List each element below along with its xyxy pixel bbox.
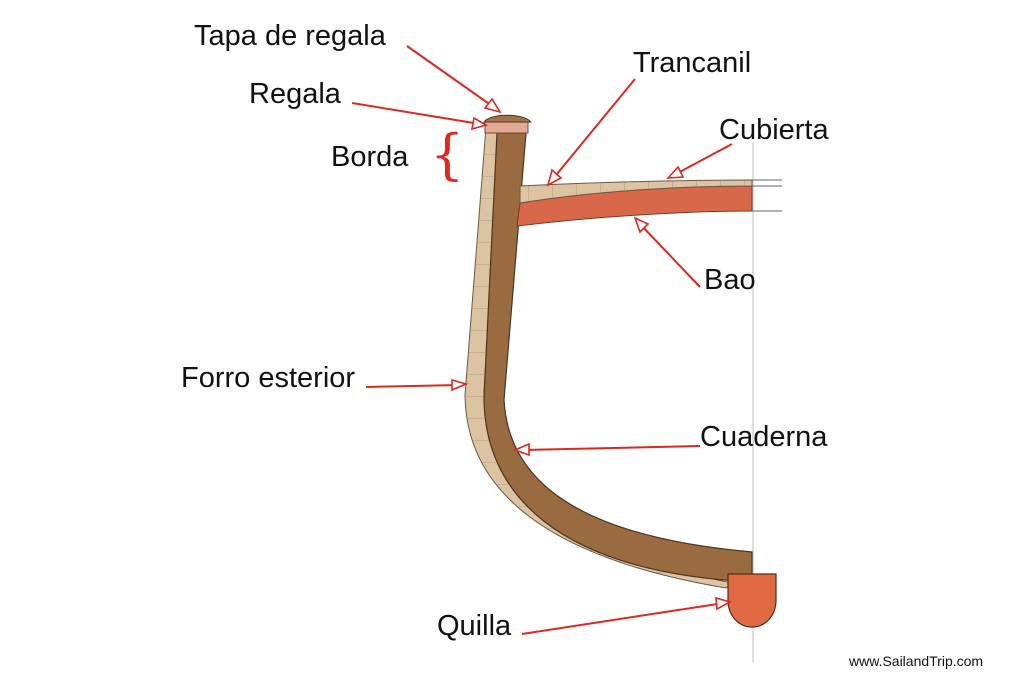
hull-planking-seams bbox=[465, 127, 732, 588]
arrow-quilla bbox=[521, 602, 725, 635]
arrow-regala bbox=[351, 102, 481, 125]
borda-brace: { bbox=[430, 123, 465, 186]
arrow-bao bbox=[639, 223, 701, 288]
label-cubierta: Cubierta bbox=[719, 114, 829, 146]
arrow-tapa-de-regala bbox=[406, 45, 496, 109]
arrowhead-cubierta bbox=[666, 165, 685, 179]
arrow-trancanil bbox=[551, 78, 636, 181]
deck-seams bbox=[520, 180, 752, 203]
arrowhead-trancanil bbox=[546, 168, 563, 187]
arrowhead-regala bbox=[470, 116, 489, 131]
arrow-forro-esterior bbox=[365, 384, 461, 388]
label-quilla: Quilla bbox=[437, 610, 512, 642]
credit-text: www.SailandTrip.com bbox=[849, 653, 984, 669]
arrow-cubierta bbox=[673, 143, 733, 176]
label-bao: Bao bbox=[704, 264, 756, 296]
label-tapa-de-regala: Tapa de regala bbox=[194, 20, 386, 52]
gunwale-cap-tapa bbox=[483, 114, 533, 123]
arrow-cuaderna bbox=[521, 445, 701, 451]
label-regala: Regala bbox=[249, 78, 341, 110]
label-forro-esterior: Forro esterior bbox=[181, 362, 356, 394]
leader-arrows bbox=[351, 45, 733, 635]
arrowhead-tapa-de-regala bbox=[483, 97, 502, 114]
arrowhead-quilla bbox=[715, 596, 733, 611]
arrowhead-forro-esterior bbox=[451, 378, 469, 392]
label-cuaderna: Cuaderna bbox=[700, 421, 828, 453]
arrowhead-bao bbox=[633, 216, 650, 234]
label-borda: Borda bbox=[331, 141, 409, 173]
keel-quilla bbox=[727, 573, 777, 628]
gunwale-regala bbox=[484, 120, 529, 134]
label-trancanil: Trancanil bbox=[633, 47, 752, 79]
arrowhead-cuaderna bbox=[512, 442, 530, 457]
